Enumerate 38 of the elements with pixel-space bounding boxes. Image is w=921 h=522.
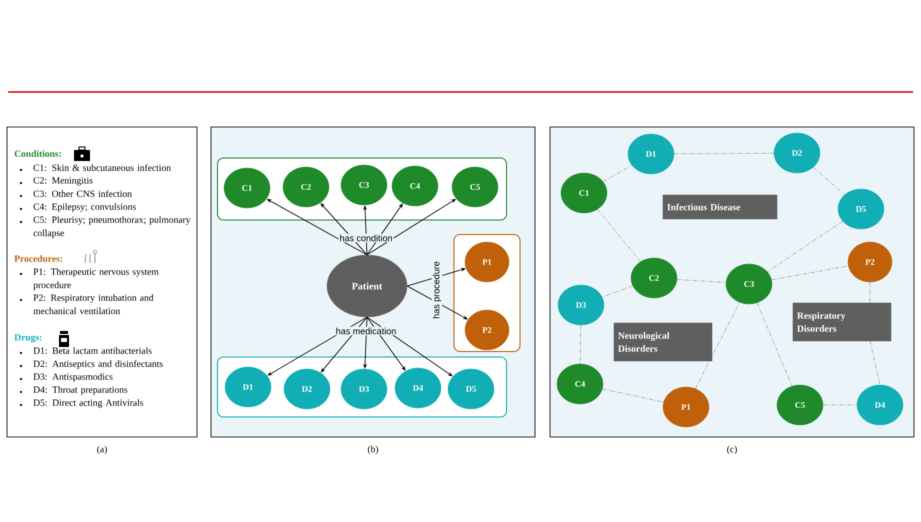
connector-line bbox=[870, 341, 880, 385]
section-heading: Conditions: bbox=[14, 150, 61, 157]
connector-line bbox=[823, 404, 857, 406]
bullet-item: P2: Respiratory intubation and mechanical ventilation bbox=[20, 294, 154, 314]
bullet-item: C4: Epilepsy; convulsions bbox=[20, 203, 136, 212]
connector-line bbox=[813, 167, 845, 195]
category-label: Neurological Disorders bbox=[614, 322, 712, 362]
section-heading: Drugs: bbox=[14, 334, 42, 343]
connector-line bbox=[597, 209, 641, 262]
bullet-item: C5: Pleurisy; pneumothorax; pulmonary collapse bbox=[20, 216, 190, 238]
connector-line bbox=[602, 286, 633, 298]
bullet-item: D1: Beta lactam antibacterials bbox=[20, 347, 152, 354]
category-label: Respiratory Disorders bbox=[792, 302, 892, 342]
panel-caption: (b) bbox=[368, 446, 378, 454]
edge-label: has procedure bbox=[432, 260, 442, 320]
bullet-item: D2: Antiseptics and disinfectants bbox=[20, 360, 163, 369]
bullet-item: P1: Therapeutic nervous system procedure bbox=[20, 268, 159, 290]
connector-line bbox=[602, 388, 664, 402]
bullet-item: C2: Meningitis bbox=[20, 177, 93, 186]
connector-line bbox=[676, 279, 726, 283]
connector-line bbox=[580, 325, 581, 364]
bullet-item: C3: Other CNS infection bbox=[20, 190, 132, 198]
connector-line bbox=[695, 302, 740, 389]
connector-line bbox=[756, 302, 792, 386]
bullet-item: D5: Direct acting Antivirals bbox=[20, 399, 144, 408]
edge-label: has condition bbox=[338, 234, 394, 242]
panel-caption: (a) bbox=[97, 446, 107, 454]
section-heading: Procedures: bbox=[14, 255, 62, 262]
connector-line bbox=[603, 165, 632, 182]
bullet-item: D4: Throat preparations bbox=[20, 386, 128, 395]
connector-line bbox=[674, 152, 774, 154]
panel-caption: (c) bbox=[727, 446, 737, 454]
connector-line bbox=[772, 266, 848, 280]
category-label: Infectious Disease bbox=[662, 194, 778, 220]
edge-label: has medication bbox=[334, 326, 398, 336]
bullet-item: D3: Antispasmodics bbox=[20, 373, 113, 382]
connector-line bbox=[767, 221, 843, 272]
bullet-item: C1: Skin & subcutaneous infection bbox=[20, 164, 171, 172]
